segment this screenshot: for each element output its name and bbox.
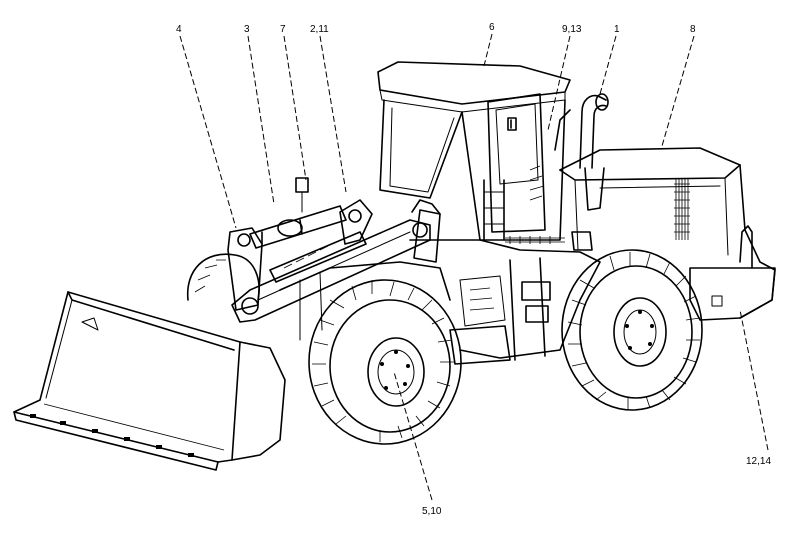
leader-4 — [179, 35, 237, 229]
leader-3 — [247, 35, 275, 205]
bucket — [13, 291, 286, 471]
callout-7: 7 — [280, 24, 286, 35]
rear-tire — [561, 249, 703, 411]
headlight — [295, 177, 309, 213]
rear-left-tire — [186, 253, 260, 301]
callout-5-10: 5,10 — [422, 506, 442, 517]
bellcrank — [227, 199, 373, 311]
leader-lines — [179, 33, 769, 501]
leader-12-14 — [739, 309, 769, 451]
operator-cab — [377, 61, 605, 251]
callout-12-14: 12,14 — [746, 456, 771, 467]
lift-cylinder — [269, 231, 367, 283]
lift-arm — [231, 219, 431, 323]
leader-7 — [283, 35, 307, 181]
callout-1: 1 — [614, 24, 620, 35]
engine-hood — [559, 147, 776, 321]
tilt-cylinder — [249, 205, 347, 249]
callout-3: 3 — [244, 24, 250, 35]
callout-8: 8 — [690, 24, 696, 35]
front-tire — [308, 279, 462, 445]
leader-9-13 — [547, 35, 571, 131]
callout-4: 4 — [176, 24, 182, 35]
leader-8 — [661, 35, 695, 147]
exhaust-stack — [579, 93, 609, 169]
callout-6: 6 — [489, 22, 495, 33]
callout-9-13: 9,13 — [562, 24, 582, 35]
chassis-frame — [409, 239, 601, 365]
leader-2-11 — [319, 35, 347, 193]
leader-5-10 — [393, 371, 433, 501]
callout-2-11: 2,11 — [310, 24, 329, 35]
callout-labels: 4 3 7 2,11 6 9,13 1 8 12,14 5,10 — [176, 22, 771, 517]
leader-1 — [599, 35, 617, 95]
leader-6 — [483, 33, 493, 67]
